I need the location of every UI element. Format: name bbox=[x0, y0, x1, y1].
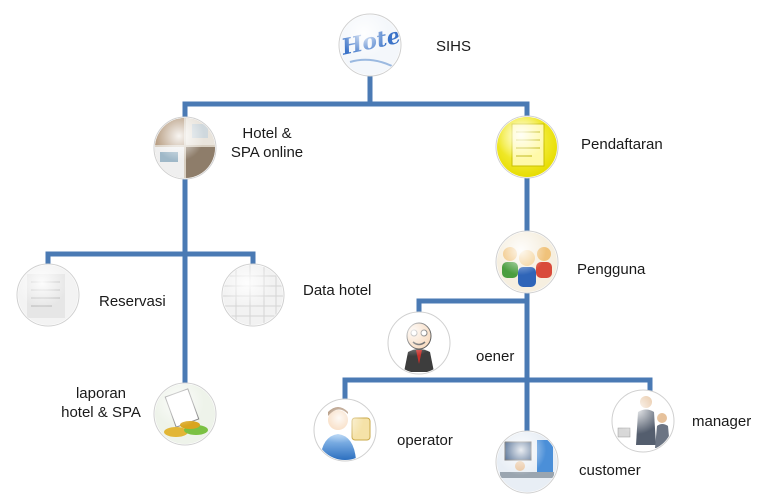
node-label-laporan-line1: laporan bbox=[75, 385, 127, 402]
node-label-hotel-spa-line1: Hotel & bbox=[242, 125, 292, 142]
users-group-icon bbox=[495, 230, 559, 294]
node-label-laporan-line2: hotel & SPA bbox=[61, 404, 141, 421]
businessmen-icon bbox=[611, 389, 675, 453]
node-label-oener: oener bbox=[476, 348, 515, 365]
node-label-operator: operator bbox=[397, 432, 453, 449]
computer-user-icon bbox=[495, 430, 559, 494]
registration-form-icon bbox=[495, 115, 559, 179]
hotel-collage-icon bbox=[153, 116, 217, 180]
node-label-customer: customer bbox=[579, 462, 641, 479]
node-label-hotel-spa: Hotel & SPA online bbox=[222, 124, 312, 162]
hotel-logo-icon: Hotel bbox=[338, 13, 402, 77]
node-label-laporan: laporan hotel & SPA bbox=[46, 384, 156, 422]
node-label-pendaftaran: Pendaftaran bbox=[581, 136, 663, 153]
node-label-sihs: SIHS bbox=[436, 38, 472, 55]
report-money-icon bbox=[153, 382, 217, 446]
boss-cartoon-icon bbox=[387, 311, 451, 375]
node-label-manager: manager bbox=[692, 413, 752, 430]
node-label-data-hotel: Data hotel bbox=[303, 282, 372, 299]
document-icon bbox=[16, 263, 80, 327]
node-label-pengguna: Pengguna bbox=[577, 261, 646, 278]
spreadsheet-icon bbox=[221, 263, 285, 327]
connector-lines bbox=[45, 72, 653, 435]
operator-person-icon bbox=[313, 398, 377, 462]
node-label-hotel-spa-line2: SPA online bbox=[230, 144, 304, 161]
node-label-reservasi: Reservasi bbox=[99, 293, 166, 310]
